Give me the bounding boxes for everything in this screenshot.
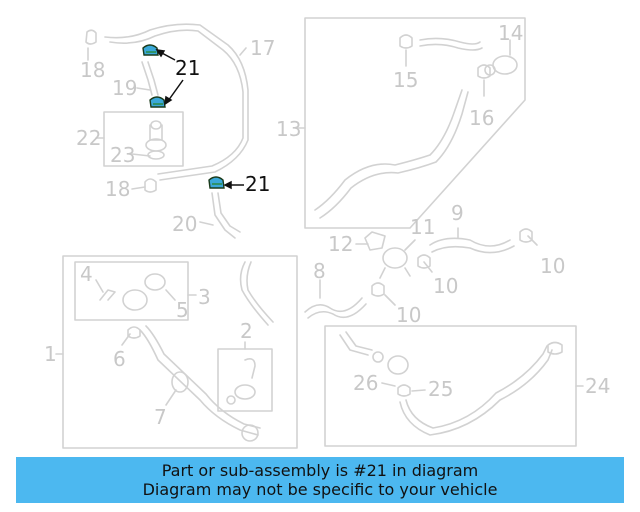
callout-1[interactable]: 1 [44,344,57,364]
callout-26[interactable]: 26 [353,373,378,393]
info-banner: Part or sub-assembly is #21 in diagram D… [16,457,624,503]
highlighted-clip-21-top[interactable] [143,45,158,55]
callout-18[interactable]: 18 [105,179,130,199]
callout-4[interactable]: 4 [80,264,93,284]
callout-15[interactable]: 15 [393,70,418,90]
highlighted-clip-21-middle[interactable] [150,97,165,107]
callout-13[interactable]: 13 [276,119,301,139]
banner-line-disclaimer: Diagram may not be specific to your vehi… [16,480,624,499]
callout-12[interactable]: 12 [328,234,353,254]
callout-2[interactable]: 2 [240,321,253,341]
callout-10[interactable]: 10 [540,256,565,276]
callout-3[interactable]: 3 [198,287,211,307]
callout-18[interactable]: 18 [80,60,105,80]
highlighted-clip-21-bottom[interactable] [209,177,224,188]
callout-25[interactable]: 25 [428,379,453,399]
group-box-2 [218,349,272,411]
callout-14[interactable]: 14 [498,23,523,43]
callout-22[interactable]: 22 [76,128,101,148]
callout-9[interactable]: 9 [451,203,464,223]
callout-21[interactable]: 21 [175,58,200,78]
callout-20[interactable]: 20 [172,214,197,234]
callout-6[interactable]: 6 [113,349,126,369]
callout-21[interactable]: 21 [245,174,270,194]
callout-19[interactable]: 19 [112,78,137,98]
callout-23[interactable]: 23 [110,145,135,165]
callout-10[interactable]: 10 [396,305,421,325]
callout-8[interactable]: 8 [313,261,326,281]
callout-5[interactable]: 5 [176,300,189,320]
callout-16[interactable]: 16 [469,108,494,128]
callout-11[interactable]: 11 [410,217,435,237]
callout-24[interactable]: 24 [585,376,610,396]
banner-line-part: Part or sub-assembly is #21 in diagram [16,461,624,480]
callout-17[interactable]: 17 [250,38,275,58]
callout-10[interactable]: 10 [433,276,458,296]
callout-7[interactable]: 7 [154,407,167,427]
